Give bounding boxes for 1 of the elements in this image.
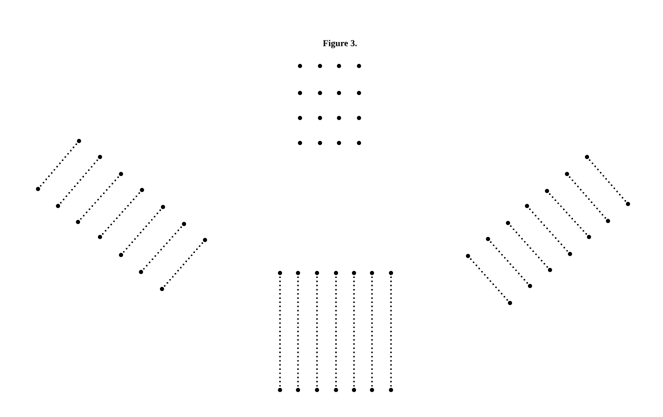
figure-title: Figure 3. bbox=[323, 40, 357, 48]
